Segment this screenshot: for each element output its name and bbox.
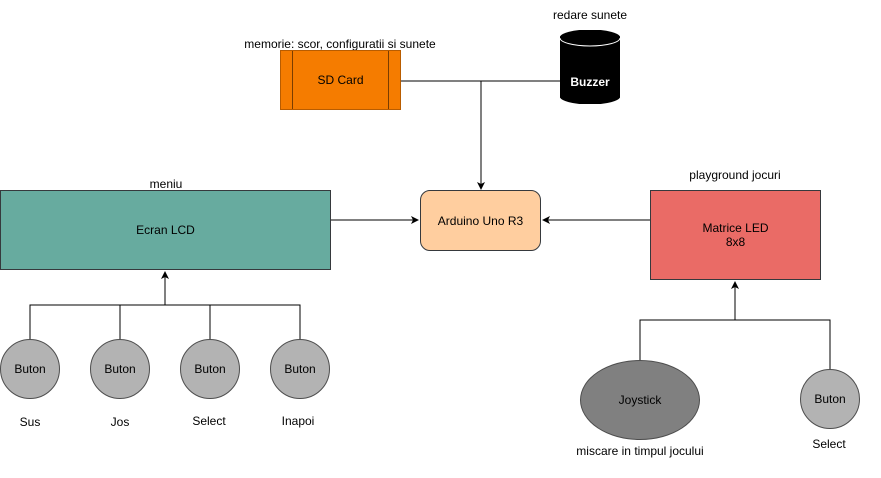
connector-sd-to-arduino <box>400 80 485 190</box>
button-sus-caption: Sus <box>19 415 41 429</box>
sd-card-caption: memorie: scor, configuratii si sunete <box>244 37 436 51</box>
matrix-caption: playground jocuri <box>689 168 781 182</box>
arduino-node: Arduino Uno R3 <box>420 190 541 251</box>
buzzer-node: Buzzer <box>560 30 620 104</box>
joystick-label: Joystick <box>618 393 662 407</box>
button-inapoi-caption: Inapoi <box>281 414 315 428</box>
button-label: Buton <box>14 362 46 376</box>
connector-game-inputs-bus <box>639 319 831 369</box>
lcd-caption: meniu <box>149 177 183 191</box>
button-sus: Buton <box>0 339 60 399</box>
button-select-game: Buton <box>800 369 860 429</box>
button-select-menu-caption: Select <box>192 414 226 428</box>
led-matrix-node: Matrice LED 8x8 <box>650 190 821 280</box>
button-label: Buton <box>194 362 226 376</box>
button-select-game-caption: Select <box>812 437 846 451</box>
connector-menu-buttons-bus <box>29 304 301 339</box>
led-matrix-size: 8x8 <box>725 235 746 249</box>
joystick-caption: miscare in timpul jocului <box>576 444 704 458</box>
button-label: Buton <box>814 392 846 406</box>
button-jos: Buton <box>90 339 150 399</box>
button-label: Buton <box>284 362 316 376</box>
sd-card-node: SD Card <box>280 50 401 110</box>
lcd-node: Ecran LCD <box>0 190 331 270</box>
buzzer-caption: redare sunete <box>552 8 628 22</box>
sd-card-label: SD Card <box>317 73 364 87</box>
button-jos-caption: Jos <box>110 415 130 429</box>
lcd-label: Ecran LCD <box>136 223 195 237</box>
buzzer-label: Buzzer <box>570 75 610 89</box>
arduino-label: Arduino Uno R3 <box>437 213 524 228</box>
button-select-menu: Buton <box>180 339 240 399</box>
joystick-node: Joystick <box>580 360 700 440</box>
button-label: Buton <box>104 362 136 376</box>
led-matrix-label: Matrice LED <box>702 221 769 235</box>
button-inapoi: Buton <box>270 339 330 399</box>
